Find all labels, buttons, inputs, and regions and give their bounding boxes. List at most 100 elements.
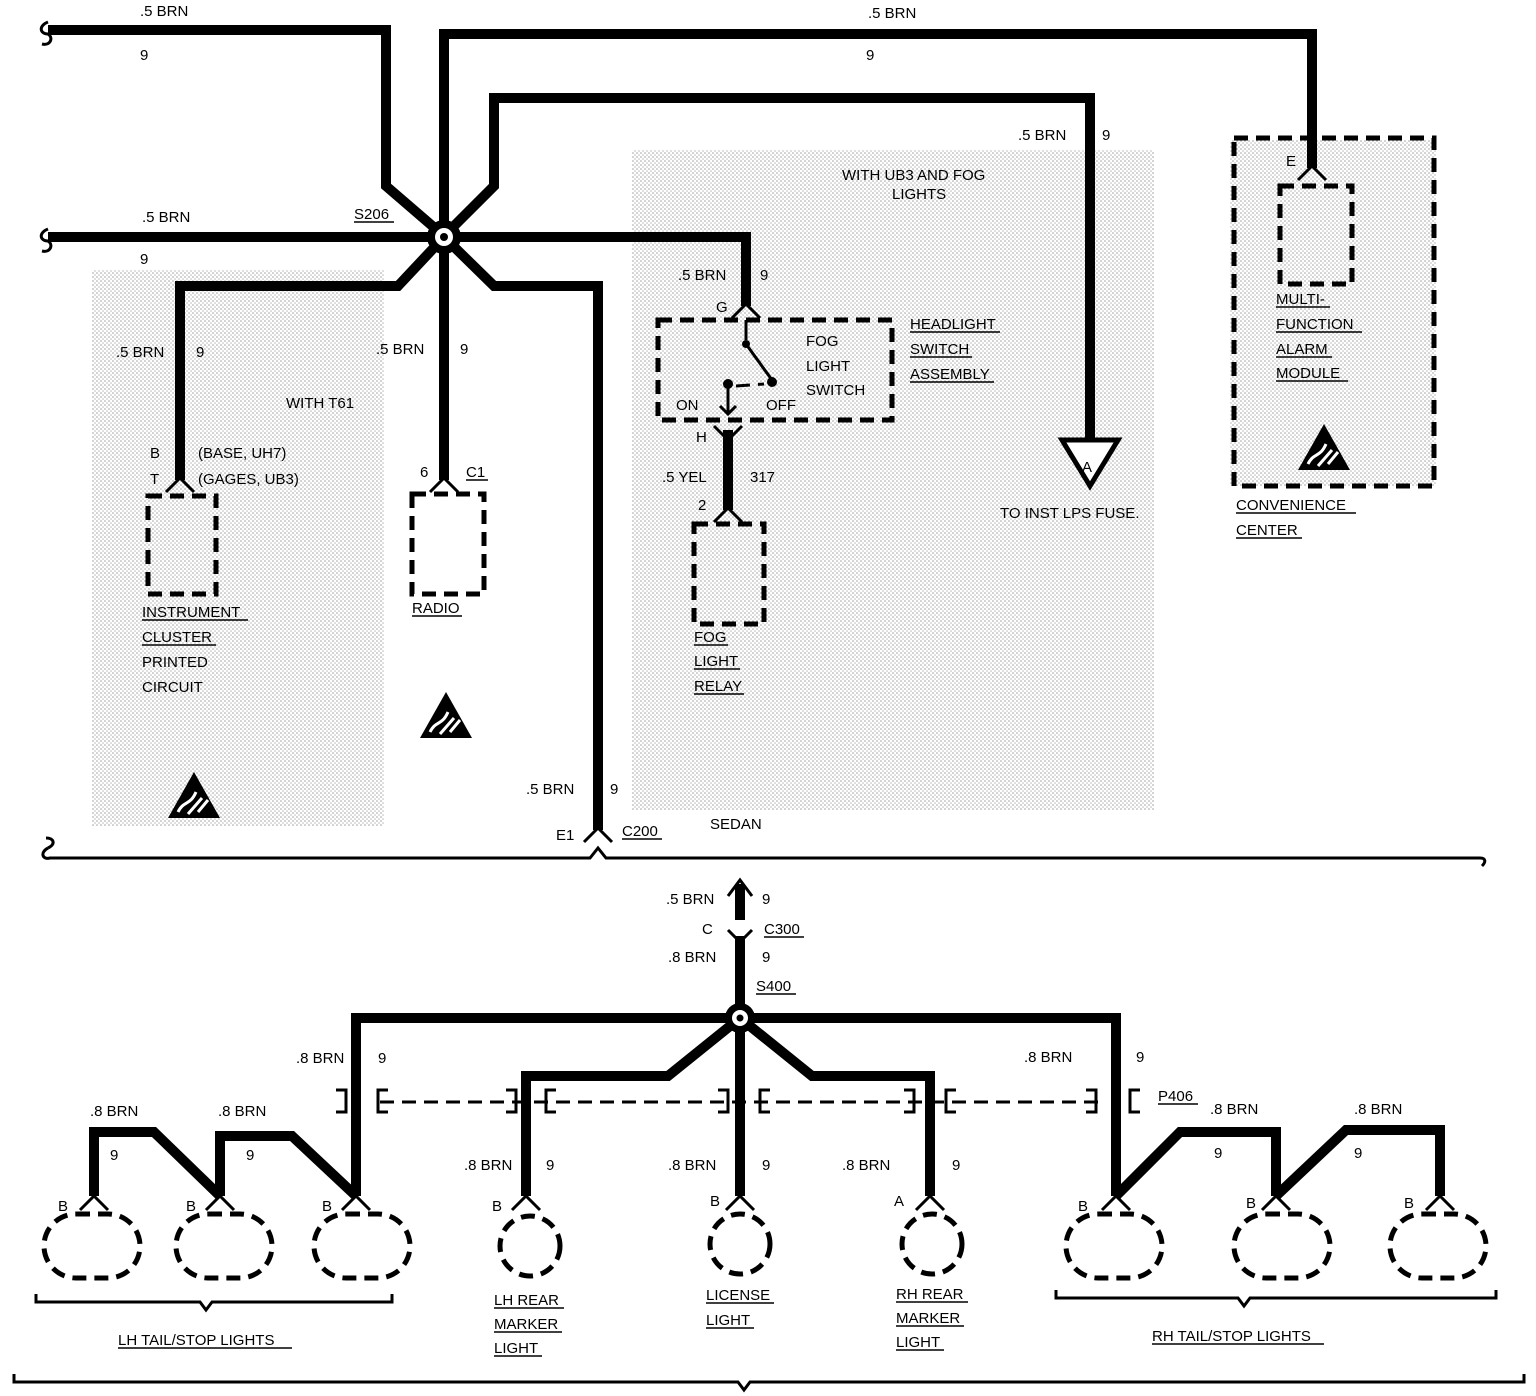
- circuit-label: 9: [866, 47, 874, 64]
- c200-bus: [41, 836, 1487, 868]
- pin-h: H: [696, 429, 707, 446]
- circuit-label: 9: [110, 1147, 118, 1164]
- lamp-pin: B: [322, 1198, 332, 1215]
- note-with-ub3: LIGHTS: [892, 186, 946, 203]
- circuit-label: 9: [610, 781, 618, 798]
- splice-label-s206: S206: [354, 206, 389, 223]
- pin-c: C: [702, 921, 713, 938]
- splice-label-s400: S400: [756, 978, 791, 995]
- wire-label: .8 BRN: [218, 1103, 266, 1120]
- license-label: LIGHT: [706, 1312, 750, 1329]
- lh-tail-lamp-1: [41, 1211, 143, 1281]
- lh-tail-lamp-2: [173, 1211, 275, 1281]
- pin-b: B: [150, 445, 160, 462]
- rh-rear-marker-lamp: [899, 1211, 965, 1277]
- wire-label: .8 BRN: [1210, 1101, 1258, 1118]
- pin-2: 2: [698, 497, 706, 514]
- circuit-label: 9: [762, 891, 770, 908]
- fog-relay-label: FOG: [694, 629, 727, 646]
- circuit-label: 9: [1102, 127, 1110, 144]
- circuit-label: 9: [1136, 1049, 1144, 1066]
- circuit-label: 9: [140, 251, 148, 268]
- note-with-t61: WITH T61: [286, 395, 354, 412]
- headlight-switch-label: ASSEMBLY: [910, 366, 990, 383]
- lh-rear-marker-label: LH REAR: [494, 1292, 559, 1309]
- note-sedan: SEDAN: [710, 816, 762, 833]
- wire-label: .5 BRN: [376, 341, 424, 358]
- wire-label: .5 BRN: [142, 209, 190, 226]
- radio-label: RADIO: [412, 600, 460, 617]
- rh-tail-lamp-3: [1387, 1211, 1489, 1281]
- circuit-label: 9: [378, 1050, 386, 1067]
- circuit-label: 9: [246, 1147, 254, 1164]
- lamp-pin: B: [1246, 1195, 1256, 1212]
- mfam-label: FUNCTION: [1276, 316, 1354, 333]
- circuit-label: 9: [1214, 1145, 1222, 1162]
- wire-label: .5 BRN: [868, 5, 916, 22]
- circuit-label-yel: 317: [750, 469, 775, 486]
- rh-rear-marker-label: MARKER: [896, 1310, 960, 1327]
- lh-rear-marker-label: LIGHT: [494, 1340, 538, 1357]
- wire-label-yel: .5 YEL: [662, 469, 707, 486]
- wire-label: .8 BRN: [1024, 1049, 1072, 1066]
- lh-rear-marker-lamp: [497, 1213, 563, 1279]
- connector-c200: C200: [622, 823, 658, 840]
- lamp-pin: B: [58, 1198, 68, 1215]
- circuit-label: 9: [546, 1157, 554, 1174]
- fog-switch-label: FOG: [806, 333, 839, 350]
- wire-label: .8 BRN: [668, 949, 716, 966]
- fog-switch-label: LIGHT: [806, 358, 850, 375]
- pin-e: E: [1286, 153, 1296, 170]
- circuit-label: 9: [952, 1157, 960, 1174]
- wire-label: .5 BRN: [140, 3, 188, 20]
- components-top: [145, 135, 1437, 627]
- wire-label: .5 BRN: [1018, 127, 1066, 144]
- note-base: (BASE, UH7): [198, 445, 286, 462]
- rh-rear-marker-label: RH REAR: [896, 1286, 964, 1303]
- pin-6: 6: [420, 464, 428, 481]
- lamp-pin: B: [1078, 1198, 1088, 1215]
- fog-relay-label: RELAY: [694, 678, 742, 695]
- lamp-pin: B: [492, 1198, 502, 1215]
- labels: .5 BRN 9 .5 BRN 9 .5 BRN 9 .5 BRN 9 S206…: [58, 3, 1414, 1357]
- wire-label: .5 BRN: [526, 781, 574, 798]
- wire-label: .5 BRN: [678, 267, 726, 284]
- brackets: [12, 1290, 1526, 1393]
- lamp-pin: B: [710, 1193, 720, 1210]
- wire-label: .8 BRN: [296, 1050, 344, 1067]
- shaded-regions: [92, 140, 1436, 826]
- license-lamp: [707, 1211, 773, 1277]
- note-with-ub3: WITH UB3 AND FOG: [842, 167, 985, 184]
- circuit-label: 9: [140, 47, 148, 64]
- connector-p406: P406: [1158, 1088, 1193, 1105]
- top-wires: [48, 25, 1317, 830]
- fog-relay-label: LIGHT: [694, 653, 738, 670]
- lamp-pin: A: [894, 1193, 904, 1210]
- wire-break-marks: [39, 20, 53, 253]
- note-gages: (GAGES, UB3): [198, 471, 299, 488]
- lamps: [41, 1193, 1489, 1281]
- wire-label: .8 BRN: [90, 1103, 138, 1120]
- fog-on-label: ON: [676, 397, 699, 414]
- fog-switch-label: SWITCH: [806, 382, 865, 399]
- pin-e1: E1: [556, 827, 574, 844]
- lamp-connectors: [78, 1193, 1456, 1212]
- cluster-label: INSTRUMENT: [142, 604, 240, 621]
- circuit-label: 9: [196, 344, 204, 361]
- rh-tail-lamp-1: [1063, 1211, 1165, 1281]
- pin-t: T: [150, 471, 159, 488]
- splice-s206: [427, 220, 461, 254]
- cluster-label: PRINTED: [142, 654, 208, 671]
- wire-label: .8 BRN: [1354, 1101, 1402, 1118]
- circuit-label: 9: [760, 267, 768, 284]
- circuit-label: 9: [762, 949, 770, 966]
- fog-off-label: OFF: [766, 397, 796, 414]
- rh-tail-lamp-2: [1231, 1211, 1333, 1281]
- wire-label: .5 BRN: [116, 344, 164, 361]
- headlight-switch-label: HEADLIGHT: [910, 316, 996, 333]
- cluster-label: CLUSTER: [142, 629, 212, 646]
- mfam-label: ALARM: [1276, 341, 1328, 358]
- pin-g: G: [716, 299, 728, 316]
- headlight-switch-label: SWITCH: [910, 341, 969, 358]
